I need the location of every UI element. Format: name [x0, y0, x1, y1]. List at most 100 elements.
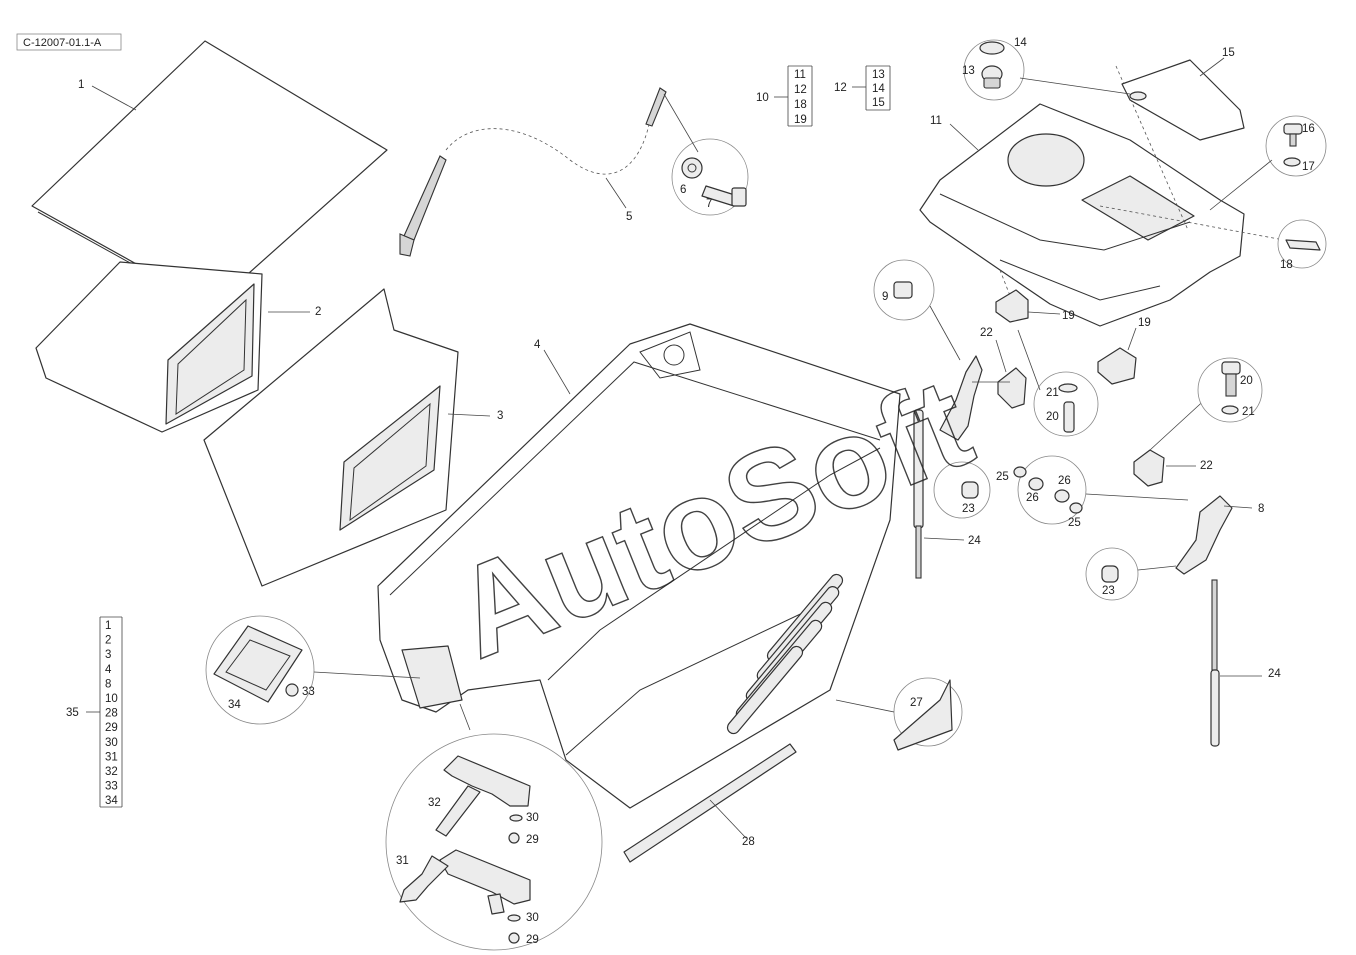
label-20-left: 20: [1046, 411, 1059, 423]
kit-10-label: 10: [756, 92, 769, 104]
kit-12-item: 14: [872, 83, 885, 95]
kit-35-item: 1: [105, 620, 111, 632]
kit-12-label: 12: [834, 82, 847, 94]
label-23-right: 23: [1102, 585, 1115, 597]
label-30-lower: 30: [526, 912, 539, 924]
label-23-left: 23: [962, 503, 975, 515]
kit-35-item: 34: [105, 795, 118, 807]
callout-25-26: [1013, 455, 1189, 525]
callout-27: [835, 677, 963, 751]
label-11: 11: [930, 115, 942, 127]
kit-35-item: 32: [105, 766, 118, 778]
kit-10-item: 11: [794, 69, 806, 81]
kit-35-item: 30: [105, 737, 118, 749]
kit-10-item: 19: [794, 114, 807, 126]
label-19-upper: 19: [1062, 310, 1075, 322]
kit-12-item: 15: [872, 97, 885, 109]
kit-35-item: 10: [105, 693, 118, 705]
kit-10-item: 12: [794, 84, 807, 96]
callout-33-34: [205, 615, 421, 725]
kit-35-item: 29: [105, 722, 118, 734]
label-27: 27: [910, 697, 923, 709]
drawing-reference: C-12007-01.1-A: [16, 33, 122, 51]
part-1-top-panel: [31, 40, 388, 307]
kit-12-list: 12 13 14 15: [834, 65, 891, 111]
label-15: 15: [1222, 47, 1235, 59]
kit-10-items: 11 12 18 19: [794, 69, 807, 126]
label-28: 28: [742, 836, 755, 848]
part-19-bracket-upper: [995, 289, 1061, 323]
label-13: 13: [962, 65, 975, 77]
kit-35-item: 28: [105, 708, 118, 720]
kit-35-label: 35: [66, 707, 79, 719]
label-29-lower: 29: [526, 934, 539, 946]
kit-35-item: 33: [105, 781, 118, 793]
part-8-hinge-right: [1175, 495, 1253, 575]
label-9: 9: [882, 291, 888, 303]
callout-6-7: [663, 93, 749, 216]
part-5-cable: [399, 87, 667, 257]
label-16: 16: [1302, 123, 1315, 135]
hinge-left: [939, 355, 1010, 441]
label-24-left: 24: [968, 535, 981, 547]
label-22-upper: 22: [980, 327, 993, 339]
part-15-lid: [1121, 57, 1245, 141]
label-25-upper: 25: [996, 471, 1009, 483]
label-4: 4: [534, 339, 541, 351]
kit-10-item: 18: [794, 99, 807, 111]
label-26-right: 26: [1058, 475, 1071, 487]
label-8: 8: [1258, 503, 1264, 515]
label-29-upper: 29: [526, 834, 539, 846]
label-6: 6: [680, 184, 686, 196]
callout-23-left: [933, 461, 991, 519]
label-22-lower: 22: [1200, 460, 1213, 472]
label-14: 14: [1014, 37, 1027, 49]
part-3-side-panel: [203, 288, 459, 587]
label-17: 17: [1302, 161, 1315, 173]
svg-text:C-12007-01.1-A: C-12007-01.1-A: [23, 37, 102, 49]
part-28-strip: [623, 743, 797, 863]
label-24-right: 24: [1268, 668, 1281, 680]
label-1: 1: [78, 79, 84, 91]
kit-12-item: 13: [872, 69, 885, 81]
label-21-right: 21: [1242, 406, 1255, 418]
leader-lines: [91, 85, 979, 417]
kit-35-item: 8: [105, 678, 111, 690]
part-11-console-cover: [919, 65, 1285, 327]
label-3: 3: [497, 410, 503, 422]
label-32: 32: [428, 797, 441, 809]
label-33: 33: [302, 686, 315, 698]
callout-numbers: 1 2 3 4 5 6 7 8 9 11 13 14 15 16 17 18 1…: [78, 37, 1315, 946]
callout-20-21-left: [1017, 329, 1099, 437]
callout-18: [1277, 219, 1327, 269]
callout-13-14: [963, 39, 1131, 101]
label-25-lower: 25: [1068, 517, 1081, 529]
kit-10-list: 10 11 12 18 19: [756, 65, 813, 127]
label-5: 5: [626, 211, 632, 223]
part-24-gas-strut-right: [1210, 579, 1262, 747]
label-18: 18: [1280, 259, 1293, 271]
part-19-bracket-lower: [1097, 327, 1137, 385]
label-34: 34: [228, 699, 241, 711]
callout-23-right: [1085, 547, 1177, 601]
kit-35-item: 4: [105, 664, 112, 676]
kit-35-item: 2: [105, 635, 111, 647]
part-4-main-hood: [377, 323, 901, 809]
kit-35-item: 31: [105, 751, 118, 763]
part-22-bracket-upper: [995, 339, 1027, 409]
kit-12-items: 13 14 15: [872, 69, 885, 109]
label-21-left: 21: [1046, 387, 1059, 399]
part-24-gas-strut-left: [913, 409, 965, 579]
label-7: 7: [706, 198, 712, 210]
label-2: 2: [315, 306, 321, 318]
label-19-lower: 19: [1138, 317, 1151, 329]
part-4-hood-vents: [726, 573, 844, 735]
callout-16-17: [1209, 115, 1327, 211]
callout-29-32-latch: [385, 703, 603, 951]
kit-35-item: 3: [105, 649, 111, 661]
callout-9: [873, 259, 961, 361]
label-31: 31: [396, 855, 409, 867]
